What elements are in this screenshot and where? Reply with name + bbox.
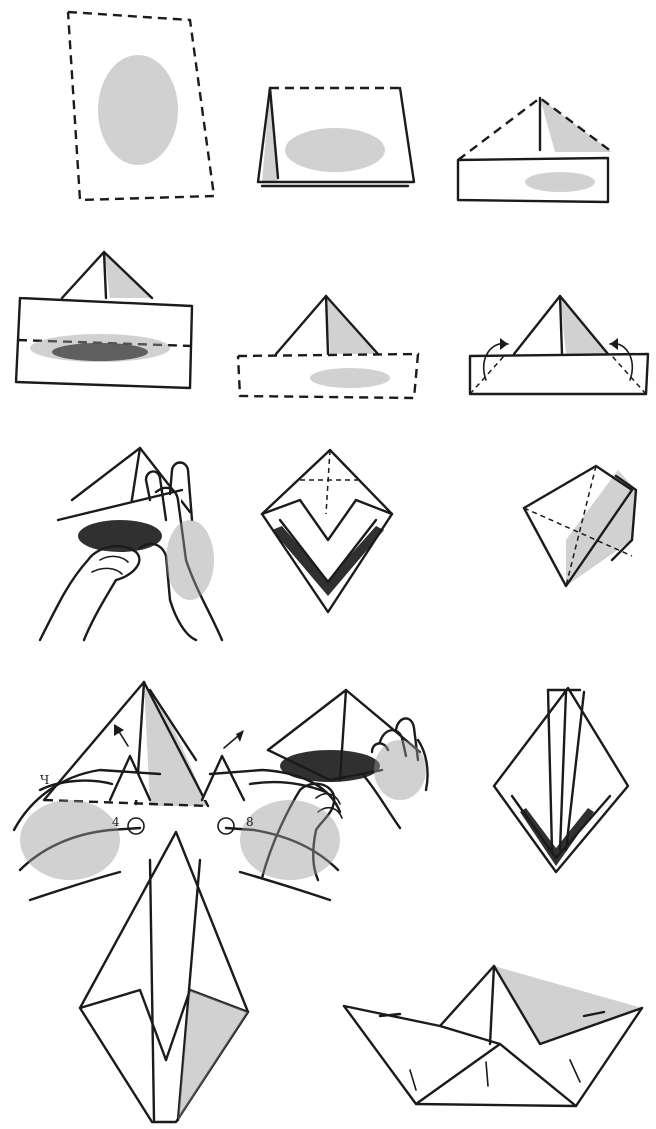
step-4-flaps-folded-up — [16, 252, 192, 388]
label-right-hand: 8 — [246, 815, 254, 829]
step-2-folded-in-half — [258, 88, 414, 186]
step-12-pointed-diamond — [494, 688, 628, 872]
step-9-square — [524, 466, 636, 586]
step-14-finished-boat — [344, 966, 642, 1106]
step-8-flattened-diamond — [262, 450, 392, 612]
step-6-tuck-corners — [470, 296, 648, 394]
step-1-flat-sheet — [68, 12, 214, 200]
label-left-hand: Ч — [40, 773, 49, 787]
step-7-open-with-hands — [40, 448, 222, 640]
step-3-corners-folded-to-center — [458, 98, 612, 202]
label-left-inner: 4 — [112, 815, 120, 829]
step-5-hat-shape — [238, 296, 418, 398]
